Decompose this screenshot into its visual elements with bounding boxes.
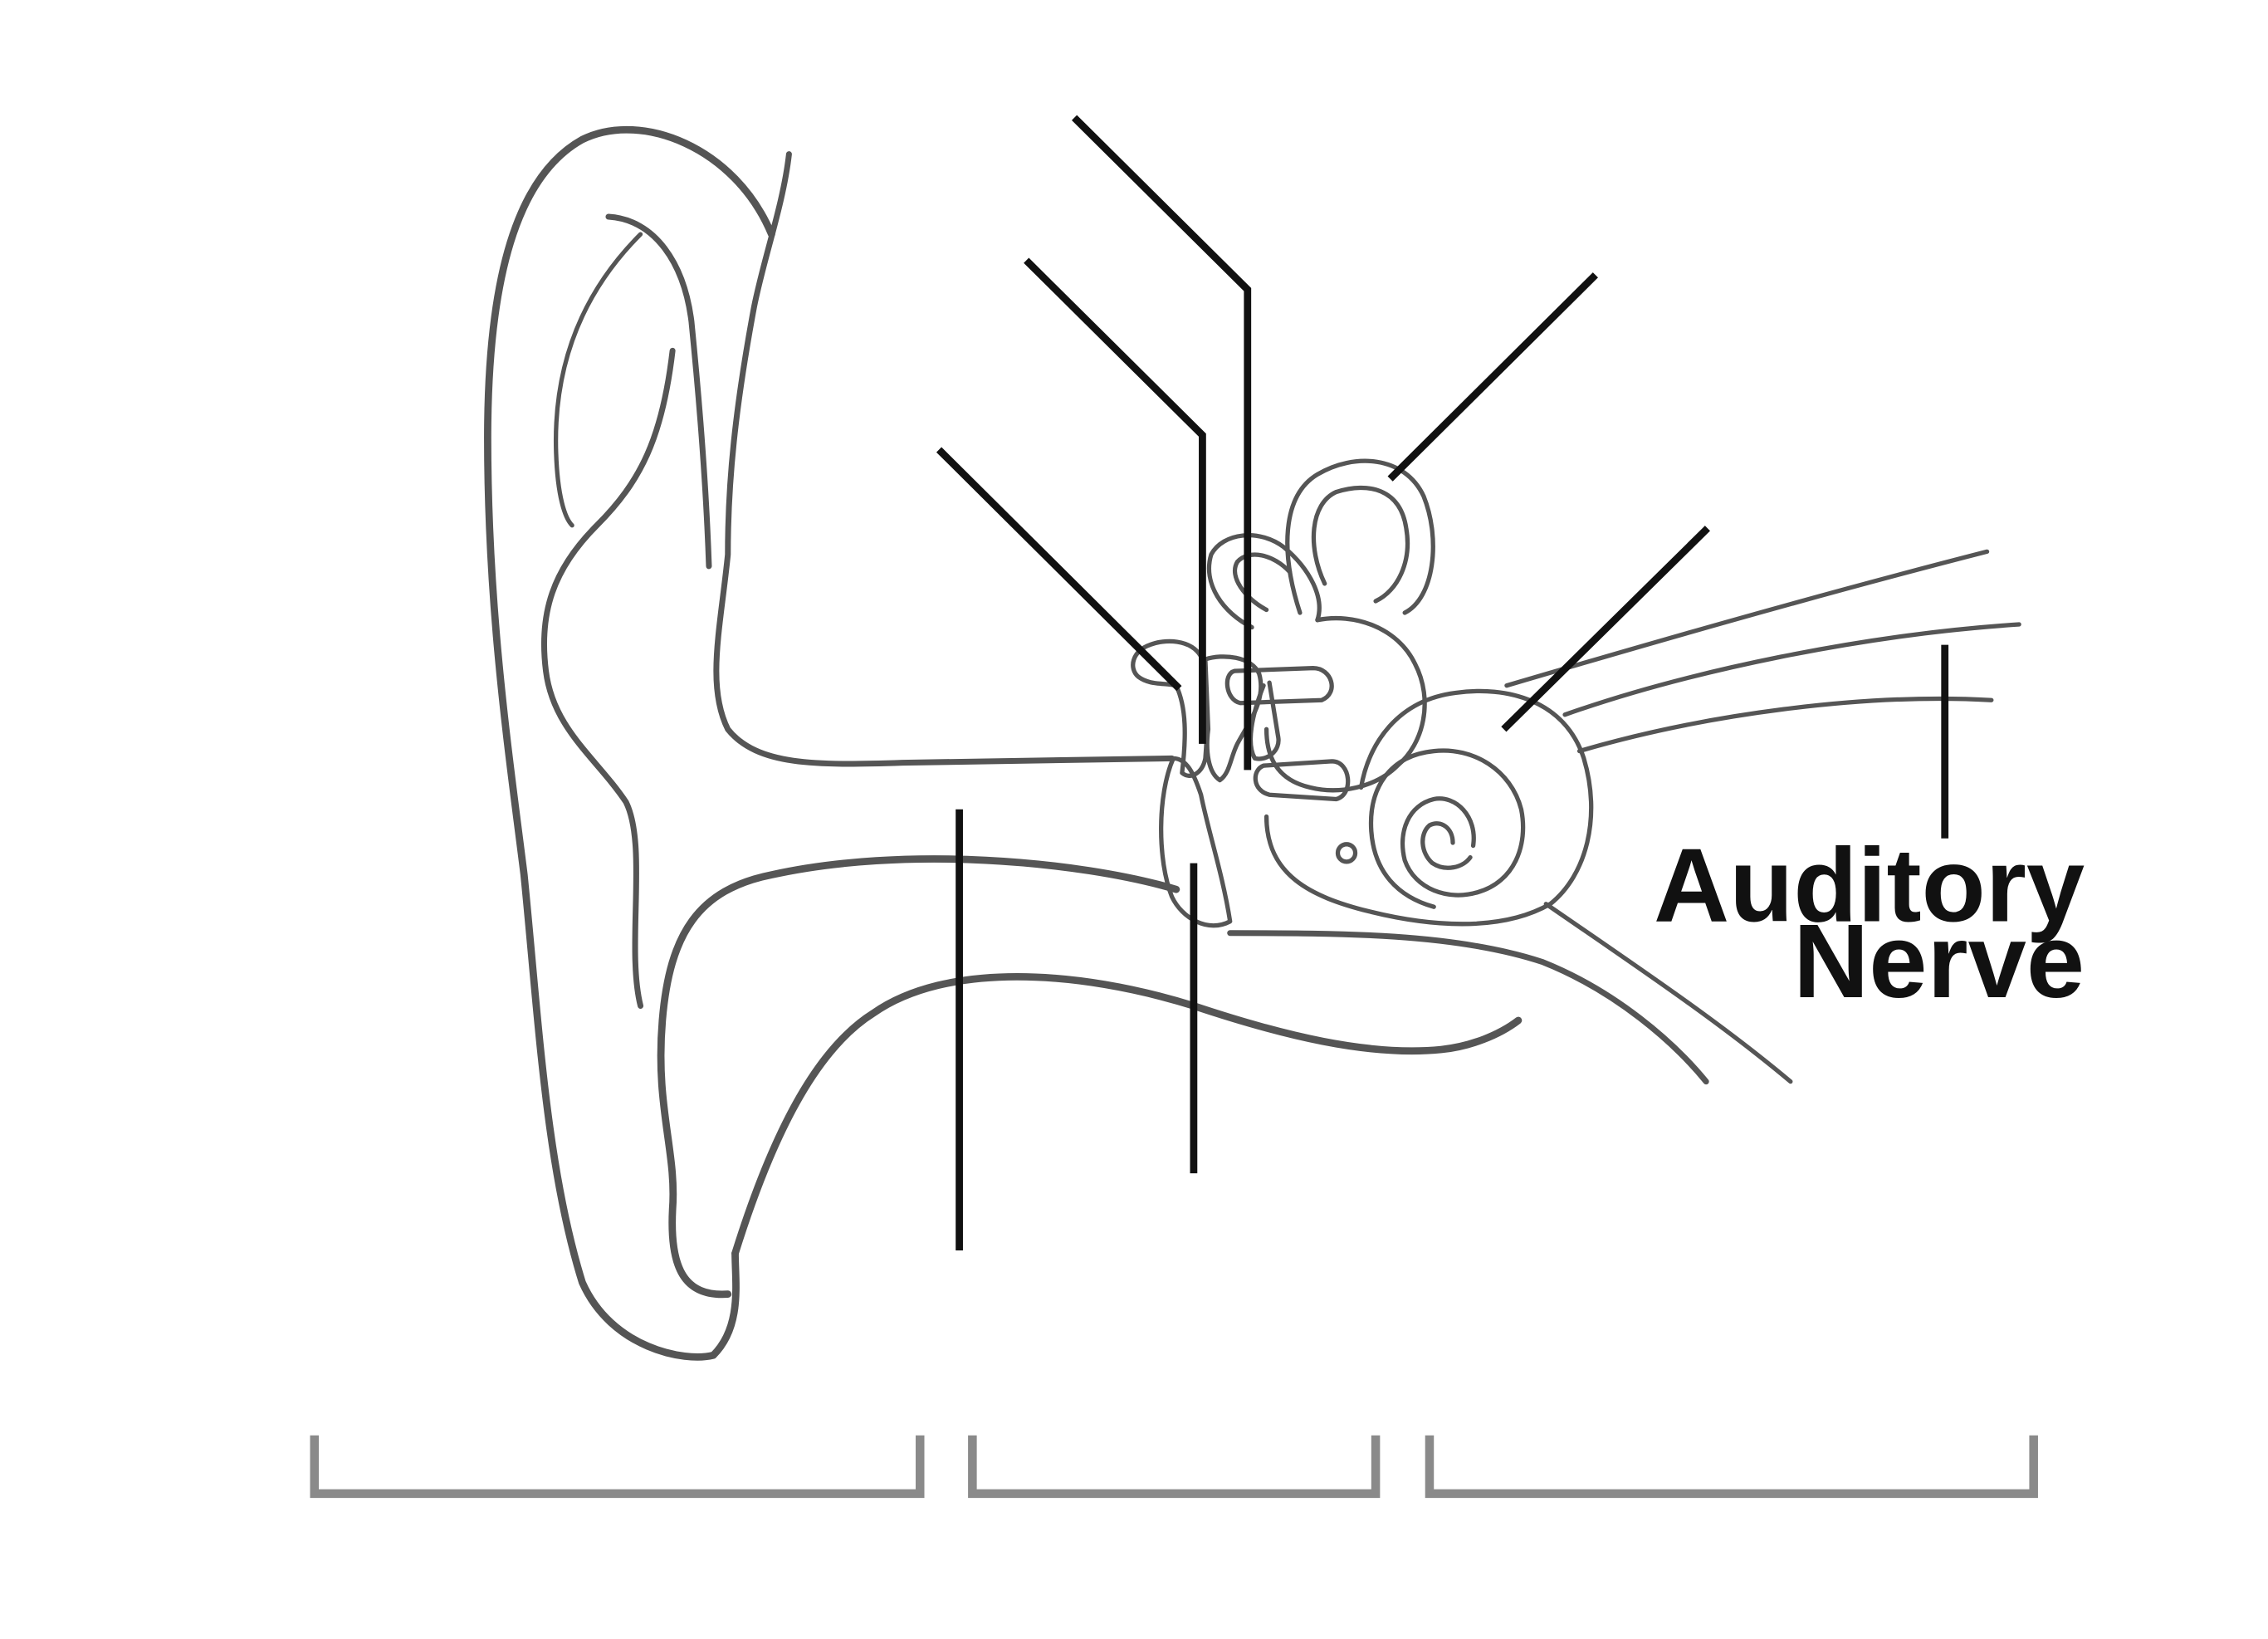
stapes — [1224, 666, 1334, 706]
stapes-base — [1248, 680, 1281, 761]
pinna-concha — [657, 855, 1180, 1299]
callout-leaders — [936, 115, 1949, 1251]
bracket-inner-ear[interactable] — [1425, 1435, 2038, 1499]
section-brackets — [310, 1435, 2038, 1499]
auditory-nerve-label-line-2: Nerve — [1793, 903, 2085, 1020]
callout-leader-1[interactable] — [1072, 115, 1252, 771]
cochlea-spiral — [1368, 748, 1526, 909]
callout-leader-3[interactable] — [936, 447, 1182, 692]
bracket-middle-ear[interactable] — [968, 1435, 1381, 1499]
ear-canal-lower — [731, 973, 1523, 1257]
semicircular-canal-superior-inner — [1311, 485, 1410, 604]
nerve-fiber-bottom — [1576, 696, 1994, 754]
semicircular-canal-posterior-inner — [1232, 552, 1293, 613]
nerve-fiber-middle — [1562, 622, 2021, 717]
outer-ear-pinna — [484, 125, 1523, 1361]
semicircular-canal-superior — [1285, 458, 1435, 615]
pinna-fossa — [553, 232, 643, 528]
auditory-nerve-label-line-1: Auditory — [1654, 827, 2085, 944]
cochlea-spiral-inner — [1420, 821, 1473, 870]
pinna-outline — [484, 125, 775, 1361]
pinna-antihelix — [605, 213, 712, 570]
semicircular-canal-posterior — [1206, 533, 1322, 630]
callout-leader-5[interactable] — [1501, 526, 1710, 732]
nerve-lower-branch — [1543, 902, 1793, 1084]
oval-window-tab — [1253, 759, 1351, 802]
pinna-inner-fold — [540, 347, 676, 1009]
svg-text:Nerve: Nerve — [1793, 903, 2085, 1020]
eustachian-tube — [1227, 930, 1709, 1085]
cochlea-outer — [1264, 688, 1594, 927]
auditory-nerve-label: Auditory Nerve — [1654, 827, 2085, 1020]
svg-text:Auditory: Auditory — [1654, 827, 2085, 944]
pinna-helix-back — [713, 151, 1176, 767]
eardrum — [1159, 756, 1233, 928]
bracket-outer-ear[interactable] — [310, 1435, 925, 1499]
round-window — [1335, 842, 1358, 864]
callout-leader-4[interactable] — [1387, 272, 1598, 482]
callout-leader-2[interactable] — [1024, 257, 1206, 744]
